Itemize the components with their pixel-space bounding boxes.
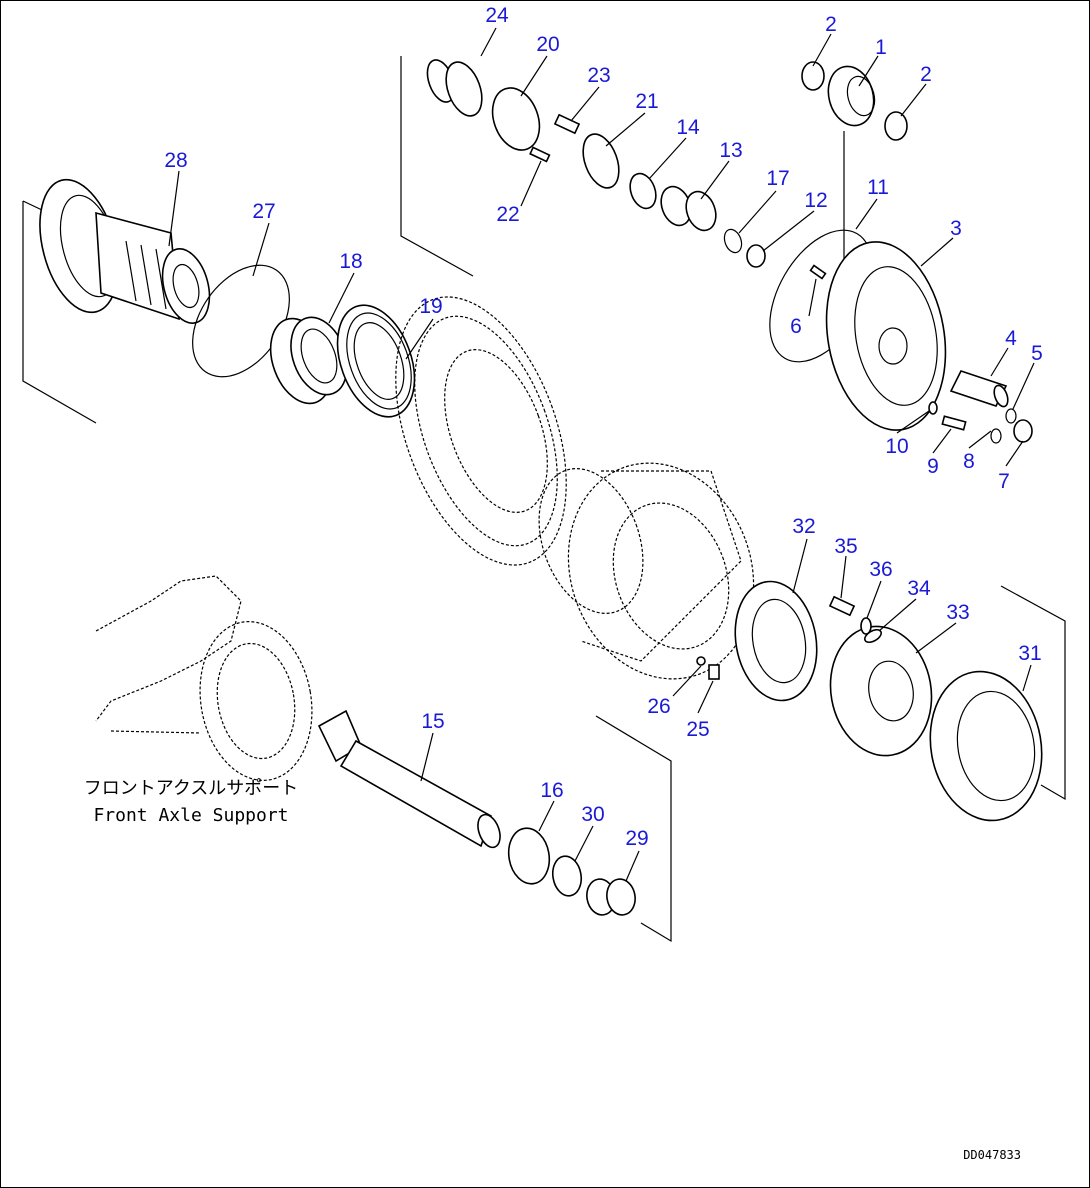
ring-14-part bbox=[629, 172, 657, 210]
callout-23: 23 bbox=[587, 64, 610, 87]
drawing-code: DD047833 bbox=[963, 1148, 1021, 1162]
callout-24: 24 bbox=[485, 4, 509, 27]
bolt-23-part bbox=[553, 113, 581, 135]
bolt-35-part bbox=[828, 595, 856, 617]
callout-2b: 2 bbox=[920, 63, 932, 86]
callout-19: 19 bbox=[419, 295, 442, 318]
callout-13: 13 bbox=[719, 139, 742, 162]
pin-6-part bbox=[809, 264, 827, 280]
bolt-9-part bbox=[941, 415, 967, 431]
bearing-32-part bbox=[734, 580, 818, 702]
callout-33: 33 bbox=[946, 601, 969, 624]
callout-20: 20 bbox=[536, 33, 559, 56]
bearing-2a-part bbox=[801, 61, 825, 91]
pin-34-part bbox=[864, 628, 882, 644]
needle-bearing-13-part bbox=[660, 185, 717, 232]
ring-8-part bbox=[990, 428, 1002, 444]
shaft-4-part bbox=[949, 370, 1009, 408]
callout-10: 10 bbox=[885, 435, 908, 458]
callout-7: 7 bbox=[998, 470, 1010, 493]
bushing-29-part bbox=[586, 878, 636, 916]
hub-shaft-part bbox=[39, 178, 211, 324]
callout-5: 5 bbox=[1031, 342, 1043, 365]
pinion-gear-1-part bbox=[827, 65, 876, 127]
seal-26-part bbox=[696, 656, 706, 666]
callout-9: 9 bbox=[927, 455, 939, 478]
callout-26: 26 bbox=[647, 695, 670, 718]
callout-6: 6 bbox=[790, 315, 802, 338]
callout-8: 8 bbox=[963, 450, 975, 473]
callout-15: 15 bbox=[421, 710, 444, 733]
callout-16: 16 bbox=[540, 779, 563, 802]
reference-frames bbox=[22, 56, 1066, 943]
planet-carrier-3-part bbox=[825, 241, 947, 431]
caption-english: Front Axle Support bbox=[93, 805, 288, 826]
callout-11: 11 bbox=[867, 176, 889, 199]
callout-12: 12 bbox=[804, 189, 827, 212]
callout-35: 35 bbox=[834, 535, 857, 558]
callout-27: 27 bbox=[252, 200, 275, 223]
callout-31: 31 bbox=[1018, 642, 1041, 665]
washer-36-part bbox=[860, 617, 872, 635]
bearing-2b-part bbox=[884, 111, 908, 141]
axle-support-part bbox=[95, 575, 313, 781]
callout-17: 17 bbox=[766, 167, 789, 190]
callout-14: 14 bbox=[676, 116, 700, 139]
nut-7-part bbox=[1013, 419, 1033, 443]
callout-2a: 2 bbox=[825, 13, 837, 36]
ring-gear-part bbox=[395, 296, 567, 566]
callout-3: 3 bbox=[950, 217, 962, 240]
ring-30-part bbox=[551, 855, 583, 897]
plate-20-part bbox=[491, 87, 541, 151]
callout-18: 18 bbox=[339, 250, 362, 273]
thrust-washer-21-part bbox=[582, 133, 620, 189]
callout-30: 30 bbox=[581, 803, 604, 826]
callout-34: 34 bbox=[907, 577, 931, 600]
leader-lines bbox=[168, 27, 1035, 882]
caption-japanese: フロントアクスルサポート bbox=[84, 778, 299, 799]
callout-29: 29 bbox=[625, 827, 648, 850]
seal-16-part bbox=[507, 827, 551, 885]
callout-36: 36 bbox=[869, 558, 892, 581]
callout-4: 4 bbox=[1005, 327, 1017, 350]
callout-25: 25 bbox=[686, 718, 709, 741]
callout-21: 21 bbox=[635, 90, 658, 113]
housing-part bbox=[538, 462, 755, 680]
roller-bearing-19-part bbox=[336, 304, 416, 418]
plug-25-part bbox=[708, 664, 720, 680]
carrier-33-part bbox=[829, 625, 933, 757]
callout-22: 22 bbox=[496, 203, 519, 226]
nut-12-part bbox=[746, 244, 766, 268]
callout-1: 1 bbox=[875, 36, 887, 59]
washer-10-part bbox=[928, 401, 938, 415]
callout-28: 28 bbox=[164, 149, 187, 172]
snap-ring-17-part bbox=[723, 228, 743, 254]
ring-5-part bbox=[1005, 408, 1017, 424]
shims-24-part bbox=[426, 59, 483, 117]
pin-22-part bbox=[529, 146, 551, 163]
ring-31-part bbox=[929, 670, 1043, 822]
callout-numbers: 1 2 2 3 4 5 6 7 8 9 10 11 12 13 14 15 16… bbox=[164, 4, 1043, 850]
axle-shaft-15-part bbox=[317, 709, 501, 849]
bearing-race-18-part bbox=[269, 316, 348, 405]
callout-32: 32 bbox=[792, 515, 815, 538]
